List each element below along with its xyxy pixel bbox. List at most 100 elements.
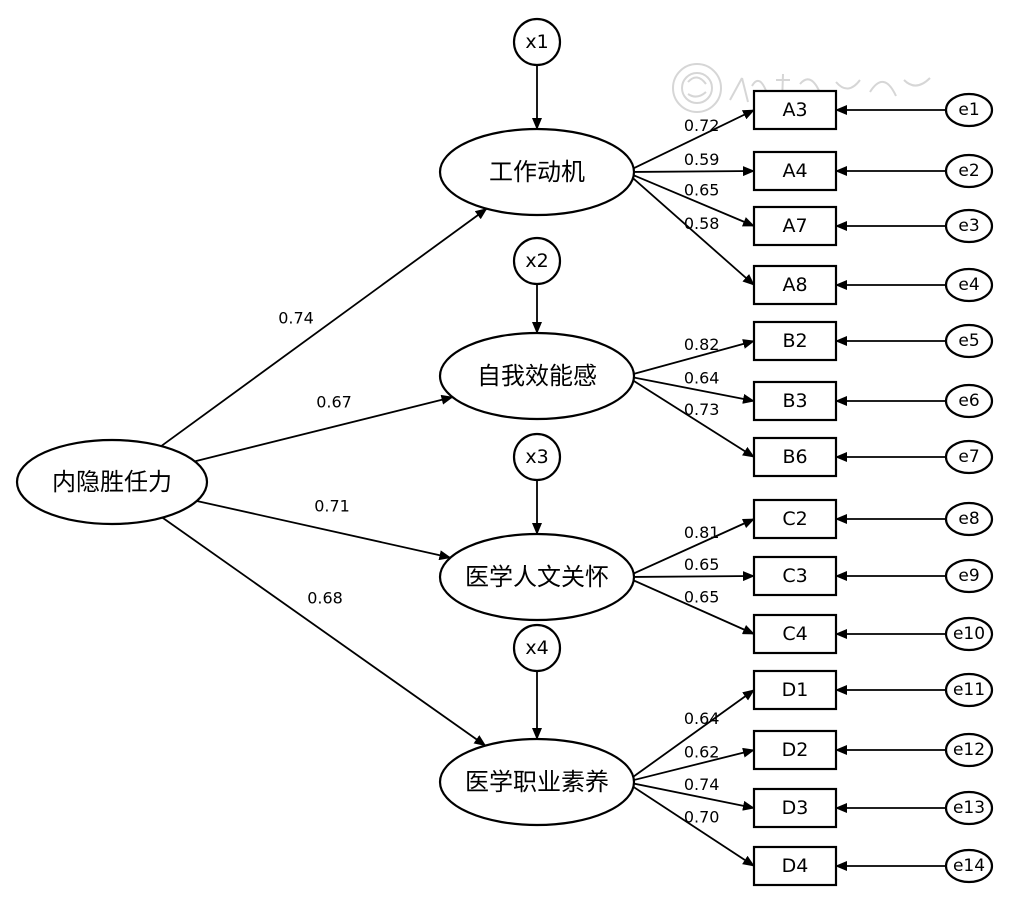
indicator-label-B3: B3	[782, 390, 807, 412]
factor-label-f3: 医学人文关怀	[465, 563, 609, 591]
error-node-e1	[944, 92, 994, 128]
error-label-e7: e7	[958, 447, 979, 467]
loading-B6: 0.73	[684, 400, 720, 419]
indicator-box-A8	[752, 264, 838, 306]
disturbance-label-x4: x4	[525, 637, 548, 659]
indicator-box-D1	[752, 669, 838, 711]
error-node-e3	[944, 208, 994, 244]
path-f3	[196, 500, 452, 561]
coefficient-labels: 0.740.720.590.650.580.670.820.640.730.71…	[278, 116, 719, 827]
indicator-box-A7	[752, 205, 838, 247]
error-label-e14: e14	[953, 856, 985, 876]
loading-C2: 0.81	[684, 523, 720, 542]
factor-label-f4: 医学职业素养	[465, 768, 609, 796]
loading-arrow-C4	[625, 576, 755, 635]
error-node-e5	[944, 323, 994, 359]
factor-node-f3	[438, 532, 636, 622]
loading-A8: 0.58	[684, 214, 720, 233]
path-coef-f2: 0.67	[316, 393, 352, 412]
error-label-e3: e3	[958, 216, 979, 236]
loading-arrow-C2	[625, 518, 755, 578]
indicator-label-C4: C4	[782, 623, 807, 645]
indicator-box-B6	[752, 436, 838, 478]
error-label-e12: e12	[953, 740, 985, 760]
error-label-e1: e1	[958, 100, 979, 120]
loading-arrow-A3	[625, 109, 755, 173]
path-coef-f1: 0.74	[278, 309, 314, 328]
disturbance-label-x2: x2	[525, 250, 548, 272]
loading-arrow-B2	[625, 339, 755, 377]
disturbance-label-x1: x1	[525, 31, 548, 53]
indicator-label-A3: A3	[782, 99, 807, 121]
loading-arrow-D4	[625, 781, 755, 867]
error-node-e2	[944, 153, 994, 189]
error-node-e11	[944, 672, 994, 708]
indicator-box-B2	[752, 320, 838, 362]
loading-A7: 0.65	[684, 181, 720, 200]
indicator-box-D2	[752, 729, 838, 771]
error-label-e5: e5	[958, 331, 979, 351]
indicator-label-C2: C2	[782, 508, 807, 530]
indicator-label-D2: D2	[782, 739, 809, 761]
root-factor-label: 内隐胜任力	[52, 468, 172, 496]
loading-arrow-D3	[625, 781, 755, 811]
loading-arrow-A8	[625, 171, 755, 286]
watermark-seal	[672, 63, 722, 113]
root-factor-node	[15, 438, 209, 526]
indicator-label-B2: B2	[782, 330, 807, 352]
factor-label-f2: 自我效能感	[477, 362, 597, 390]
indicator-box-D4	[752, 845, 838, 887]
path-f1	[160, 208, 488, 447]
loading-arrow-A4	[625, 166, 755, 177]
error-node-e13	[944, 790, 994, 826]
path-f4	[161, 516, 487, 747]
indicator-label-D4: D4	[782, 855, 809, 877]
disturbance-node-x3	[512, 432, 562, 482]
loading-A3: 0.72	[684, 116, 720, 135]
indicator-label-D3: D3	[782, 797, 809, 819]
disturbance-node-x4	[512, 623, 562, 673]
path-coef-f4: 0.68	[307, 589, 343, 608]
disturbance-node-x2	[512, 236, 562, 286]
watermark-lettering	[729, 73, 931, 105]
error-label-e13: e13	[953, 798, 985, 818]
disturbance-node-x1	[512, 17, 562, 67]
indicator-label-A7: A7	[782, 215, 807, 237]
watermark	[672, 63, 931, 113]
indicator-box-D3	[752, 787, 838, 829]
indicator-box-B3	[752, 380, 838, 422]
indicator-label-D1: D1	[782, 679, 809, 701]
error-node-e4	[944, 267, 994, 303]
error-node-e9	[944, 558, 994, 594]
error-label-e10: e10	[953, 624, 985, 644]
path-f2	[194, 394, 454, 463]
indicator-label-C3: C3	[782, 565, 807, 587]
loading-arrow-B3	[625, 375, 755, 404]
loading-D1: 0.64	[684, 709, 720, 728]
error-label-e6: e6	[958, 391, 979, 411]
indicator-label-A4: A4	[782, 160, 807, 182]
loading-D2: 0.62	[684, 743, 720, 762]
loading-C3: 0.65	[684, 555, 720, 574]
loading-arrow-B6	[625, 375, 755, 458]
factor-node-f4	[438, 737, 636, 827]
indicator-box-C2	[752, 498, 838, 540]
loading-C4: 0.65	[684, 587, 720, 606]
error-node-e12	[944, 732, 994, 768]
error-label-e9: e9	[958, 566, 979, 586]
error-label-e11: e11	[953, 680, 985, 700]
loading-arrow-A7	[625, 171, 755, 227]
error-label-e4: e4	[958, 275, 979, 295]
factor-node-f2	[438, 331, 636, 421]
indicator-box-C3	[752, 555, 838, 597]
factor-label-f1: 工作动机	[489, 158, 585, 186]
factor-node-f1	[438, 127, 636, 217]
loading-B3: 0.64	[684, 369, 720, 388]
indicator-label-A8: A8	[782, 274, 807, 296]
error-node-e8	[944, 501, 994, 537]
error-node-e10	[944, 616, 994, 652]
loading-B2: 0.82	[684, 335, 720, 354]
disturbance-label-x3: x3	[525, 446, 548, 468]
